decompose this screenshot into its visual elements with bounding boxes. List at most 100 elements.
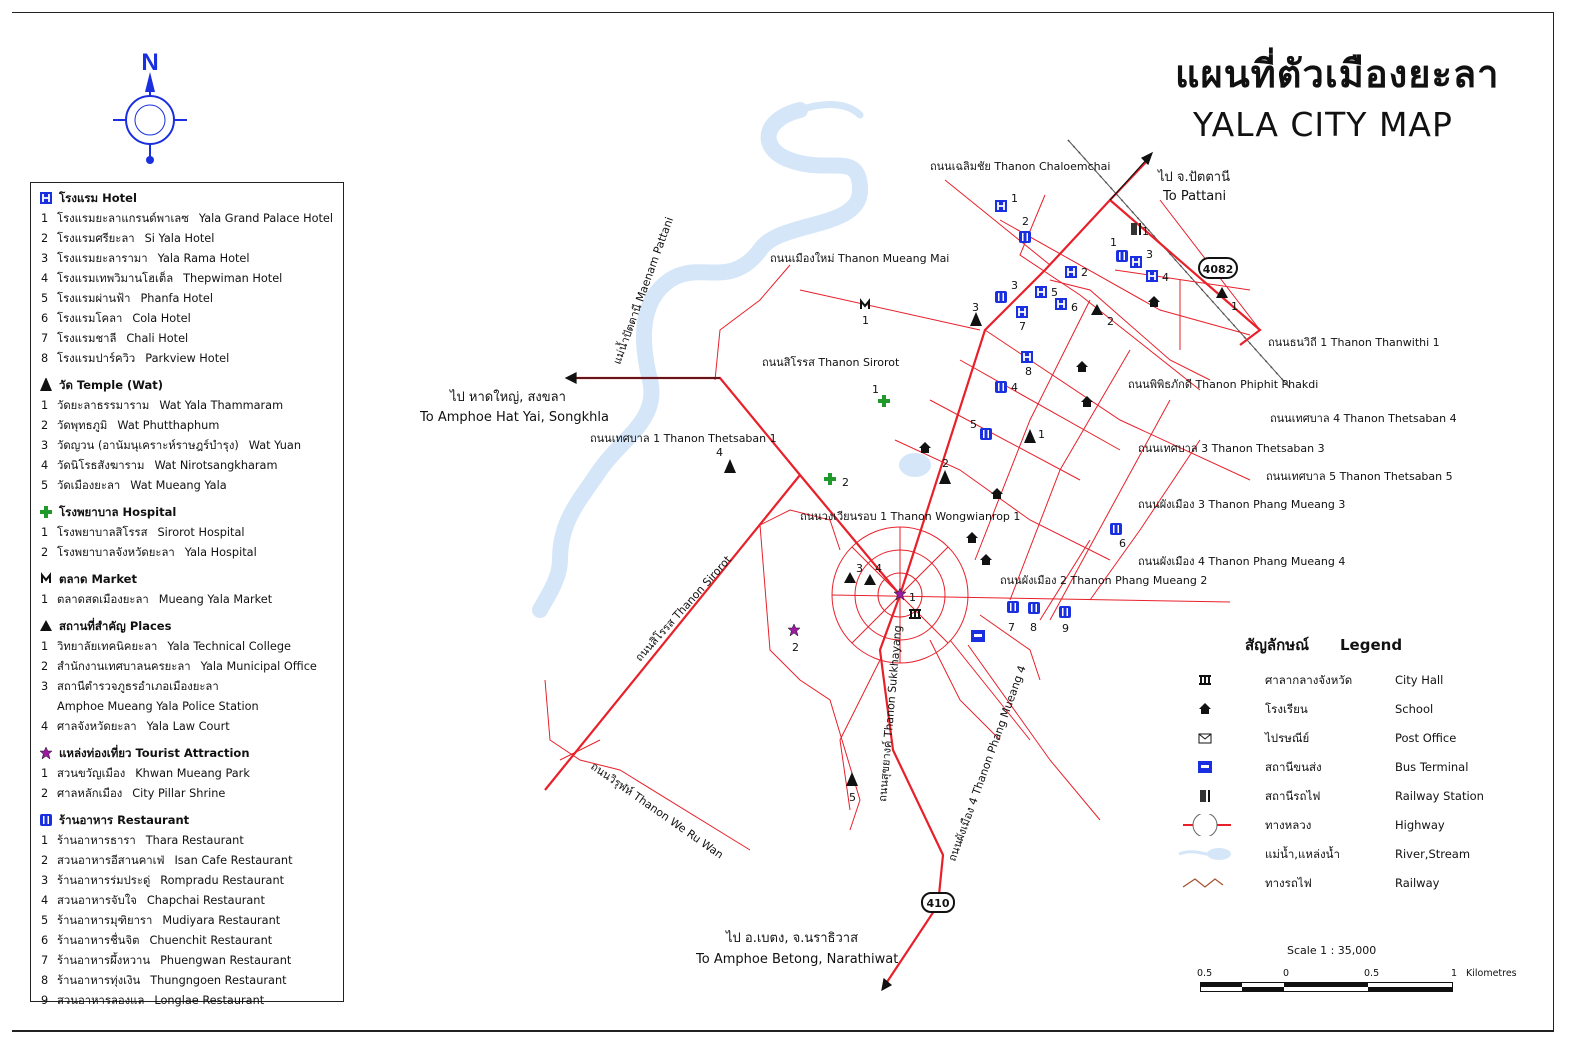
restaurant-icon[interactable] bbox=[1059, 606, 1071, 618]
item-name-english: Yala Technical College bbox=[167, 640, 291, 653]
item-number: 8 bbox=[41, 352, 49, 365]
legend-section-title: แหล่งท่องเที่ยว Tourist Attraction bbox=[59, 746, 250, 760]
school-icon bbox=[1199, 703, 1211, 714]
north-label: N bbox=[141, 49, 158, 76]
restaurant-icon[interactable] bbox=[1007, 601, 1019, 613]
item-number: 2 bbox=[41, 232, 49, 245]
legend-label-thai: ทางหลวง bbox=[1265, 818, 1312, 832]
river-icon bbox=[1178, 848, 1231, 860]
legend-label-english: Highway bbox=[1395, 818, 1445, 832]
temple-icon[interactable] bbox=[724, 459, 736, 473]
place-triangle-icon[interactable] bbox=[1216, 287, 1228, 298]
item-number: 6 bbox=[41, 934, 49, 947]
street-we-ru-wan: ถนนวิรุฬห์ Thanon We Ru Wan bbox=[588, 760, 725, 862]
hotel-icon[interactable] bbox=[1016, 306, 1028, 318]
item-number: 3 bbox=[41, 439, 49, 452]
marker-number: 1 bbox=[1011, 192, 1018, 205]
market-icon[interactable] bbox=[860, 298, 870, 309]
place-triangle-icon[interactable] bbox=[1091, 304, 1103, 315]
marker-number: 2 bbox=[1081, 266, 1088, 279]
star-icon[interactable] bbox=[893, 587, 907, 601]
temple-icon[interactable] bbox=[1024, 429, 1036, 443]
hotel-icon[interactable] bbox=[1130, 256, 1142, 268]
restaurant-icon[interactable] bbox=[995, 381, 1007, 393]
star-icon[interactable] bbox=[787, 623, 801, 637]
item-name-english: Chali Hotel bbox=[126, 332, 189, 345]
marker-number: 7 bbox=[1008, 621, 1015, 634]
temple-icon bbox=[40, 378, 52, 391]
school-icon[interactable] bbox=[1081, 396, 1093, 407]
temple-icon[interactable] bbox=[846, 772, 858, 786]
dest-pattani-en: To Pattani bbox=[1162, 189, 1226, 204]
item-name-english: Wat Yuan bbox=[248, 439, 301, 452]
school-icon[interactable] bbox=[980, 554, 992, 565]
hospital-cross-icon bbox=[40, 506, 52, 518]
item-number: 1 bbox=[41, 640, 49, 653]
hospital-cross-icon[interactable] bbox=[878, 395, 890, 407]
restaurant-icon[interactable] bbox=[995, 291, 1007, 303]
school-icon[interactable] bbox=[991, 488, 1003, 499]
item-name-thai: โรงแรมเทพวิมานโฮเต็ล bbox=[57, 272, 174, 285]
item-name-thai: โรงแรมปาร์ควิว bbox=[57, 352, 136, 365]
legend-section-tourist: แหล่งท่องเที่ยว Tourist Attraction bbox=[39, 746, 250, 760]
item-name-english: Wat Mueang Yala bbox=[130, 479, 227, 492]
marker-number: 7 bbox=[1019, 320, 1026, 333]
post-office-icon bbox=[1198, 733, 1212, 744]
city-hall-icon[interactable] bbox=[909, 609, 921, 619]
map-title-thai: แผนที่ตัวเมืองยะลา bbox=[1175, 52, 1500, 96]
city-hall-icon bbox=[1199, 675, 1211, 685]
marker-number: 4 bbox=[1162, 271, 1169, 284]
hotel-icon[interactable] bbox=[1065, 266, 1077, 278]
legend-label-english: City Hall bbox=[1395, 673, 1444, 687]
hospital-cross-icon[interactable] bbox=[824, 473, 836, 485]
hotel-icon[interactable] bbox=[1021, 351, 1033, 363]
temple-icon[interactable] bbox=[970, 312, 982, 326]
hotel-icon[interactable] bbox=[995, 200, 1007, 212]
place-triangle-icon[interactable] bbox=[864, 574, 876, 585]
item-name-thai: สถานีตำรวจภูธรอำเภอเมืองยะลา bbox=[57, 680, 219, 693]
legend-row bbox=[1150, 698, 1260, 723]
marker-number: 1 bbox=[1110, 236, 1117, 249]
hotel-icon[interactable] bbox=[1035, 286, 1047, 298]
marker-number: 1 bbox=[1231, 300, 1238, 313]
restaurant-icon[interactable] bbox=[1110, 523, 1122, 535]
school-icon[interactable] bbox=[1148, 296, 1160, 307]
marker-number: 9 bbox=[1062, 622, 1069, 635]
school-icon[interactable] bbox=[919, 442, 931, 453]
legend-label-thai: ศาลากลางจังหวัด bbox=[1265, 673, 1353, 687]
legend-label-thai: ไปรษณีย์ bbox=[1265, 731, 1310, 745]
school-icon[interactable] bbox=[1076, 361, 1088, 372]
temple-icon[interactable] bbox=[939, 470, 951, 484]
street-thetsaban-3: ถนนเทศบาล 3 Thanon Thetsaban 3 bbox=[1138, 442, 1325, 455]
restaurant-icon[interactable] bbox=[980, 428, 992, 440]
item-name-thai: ร้านอาหารชื่นจิต bbox=[57, 934, 140, 947]
hotel-icon[interactable] bbox=[1146, 270, 1158, 282]
item-name-english: Si Yala Hotel bbox=[144, 232, 215, 245]
legend-label-english: River,Stream bbox=[1395, 847, 1471, 861]
bus-terminal-icon[interactable] bbox=[971, 630, 985, 642]
item-number: 7 bbox=[41, 954, 49, 967]
restaurant-icon[interactable] bbox=[1116, 250, 1128, 262]
restaurant-icon[interactable] bbox=[1028, 602, 1040, 614]
item-name-thai: สวนอาหารจับใจ bbox=[57, 894, 137, 907]
marker-number: 5 bbox=[1051, 286, 1058, 299]
street-sirorot-north: ถนนสิโรรส Thanon Sirorot bbox=[762, 355, 900, 369]
school-icon[interactable] bbox=[966, 532, 978, 543]
railway-station-icon[interactable] bbox=[1131, 223, 1141, 235]
dest-betong-en: To Amphoe Betong, Narathiwat bbox=[695, 952, 898, 967]
place-triangle-icon[interactable] bbox=[844, 572, 856, 583]
restaurant-icon[interactable] bbox=[1019, 231, 1031, 243]
legend-row bbox=[1150, 812, 1260, 839]
marker-number: 8 bbox=[1025, 365, 1032, 378]
item-name-thai: ศาลจังหวัดยะลา bbox=[57, 720, 137, 733]
hotel-icon[interactable] bbox=[1055, 298, 1067, 310]
arrow-to-hatyai bbox=[564, 372, 720, 384]
marker-number: 1 bbox=[1142, 225, 1149, 238]
legend-label-thai: ทางรถไฟ bbox=[1265, 876, 1312, 890]
